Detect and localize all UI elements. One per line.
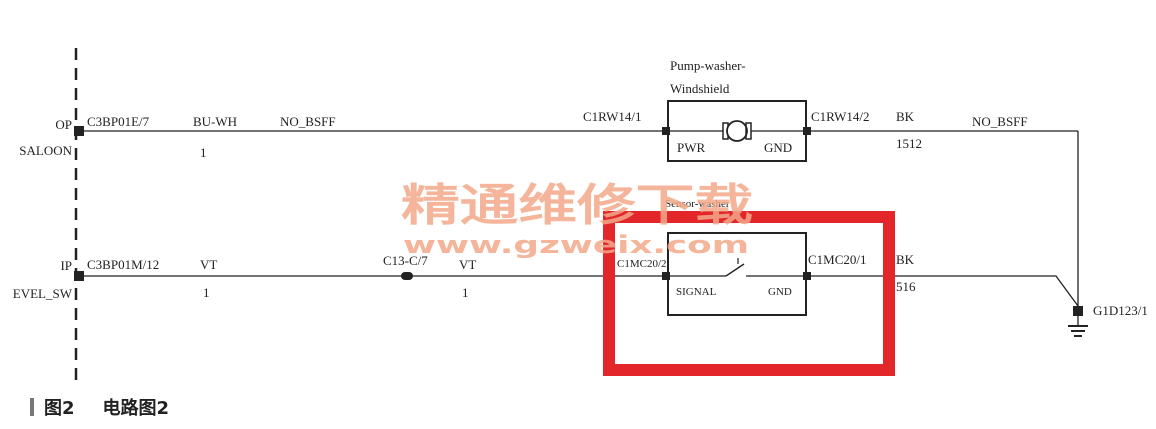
motor-icon [722,120,752,142]
bottom-mid-wire-color: VT [459,257,476,272]
top-left-wire-size: 1 [200,145,207,160]
bottom-left-wire-size: 1 [203,285,210,300]
top-right-wire-size: 1512 [896,136,922,151]
bottom-right-wire-color: BK [896,252,915,267]
watermark-url: www.gzweix.com [403,231,749,259]
sensor-gnd-label: GND [768,286,792,298]
sensor-pin-left [662,272,670,280]
pump-pwr-label: PWR [677,140,706,155]
top-left-circuit: NO_BSFF [280,114,336,129]
sensor-name: Sensor-washer [665,198,730,210]
top-left-wire-color: BU-WH [193,114,237,129]
wire-bottom-right [806,275,1079,307]
ground-icon [1068,306,1088,337]
pump-pin-left-label: C1RW14/1 [583,109,642,124]
bottom-right-wire-size: 516 [896,279,916,294]
top-right-circuit: NO_BSFF [972,114,1028,129]
top-side-name: SALOON [19,143,72,158]
bottom-left-wire-color: VT [200,257,217,272]
watermark-cn: 精通维修下载 [401,180,753,231]
bottom-mid-wire-size: 1 [462,285,469,300]
caption-bar [30,398,34,416]
sensor-pin-right [803,272,811,280]
highlight-frame [603,211,895,376]
switch-icon [668,258,806,277]
inline-connector [401,272,413,280]
sensor-pin-left-label: C1MC20/2 [617,258,667,270]
bottom-side-code: IP [60,258,72,273]
connector-pin-top [74,126,84,136]
top-connector-label: C3BP01E/7 [87,114,150,129]
sensor-signal-label: SIGNAL [676,286,717,298]
figure-caption: 图2 电路图2 [30,394,169,420]
sensor-pin-right-label: C1MC20/1 [808,252,867,267]
connector-pin-bottom [74,271,84,281]
pump-name-line2: Windshield [670,81,730,96]
pump-name-line1: Pump-washer- [670,58,746,73]
bottom-side-name: EVEL_SW [13,286,73,301]
sensor-box [667,232,807,316]
caption-figure-number: 图2 [44,398,75,419]
caption-title: 电路图2 [102,398,170,419]
bottom-connector-label: C3BP01M/12 [87,257,159,272]
pump-pin-left [662,127,670,135]
top-right-wire-color: BK [896,109,915,124]
top-side-code: OP [55,117,72,132]
inline-connector-label: C13-C/7 [383,253,428,268]
ground-label: G1D123/1 [1093,303,1148,318]
pump-pin-right-label: C1RW14/2 [811,109,870,124]
pump-pin-right [803,127,811,135]
pump-gnd-label: GND [764,140,792,155]
